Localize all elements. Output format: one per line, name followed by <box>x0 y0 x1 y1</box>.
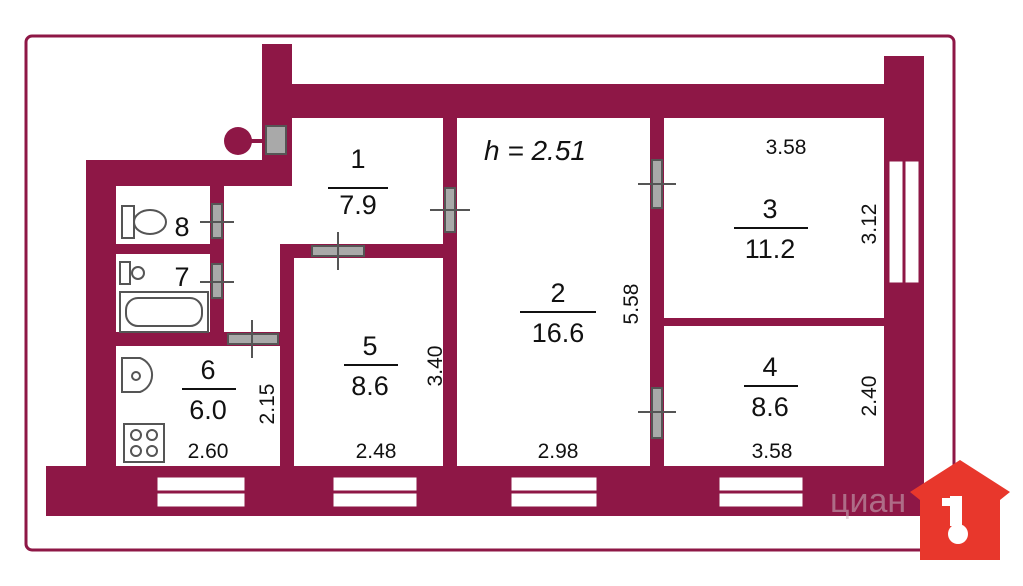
room-5-number: 5 <box>362 331 377 361</box>
wall-interior <box>280 244 294 468</box>
wall-interior <box>664 318 884 326</box>
room-2-area: 16.6 <box>532 318 585 348</box>
room-7-number: 7 <box>174 262 189 292</box>
room-6-area: 6.0 <box>189 395 227 425</box>
key-circle <box>948 524 968 544</box>
kitchen-sink-icon <box>121 357 154 393</box>
fixtures <box>119 205 209 463</box>
room-3-area: 11.2 <box>745 234 796 264</box>
wall-left-top <box>86 160 292 186</box>
dim-bottom-room4: 3.58 <box>752 440 793 463</box>
bathtub-icon <box>119 291 209 333</box>
dim-bottom-room5: 2.48 <box>356 440 397 463</box>
room-4-area: 8.6 <box>751 392 789 422</box>
dim-bottom-room2: 2.98 <box>538 440 579 463</box>
wall-interior <box>443 118 457 468</box>
plan-frame <box>24 34 956 552</box>
room-5-area: 8.6 <box>351 371 389 401</box>
ceiling-height-label: h = 2.51 <box>484 135 586 166</box>
wall-top <box>262 84 924 118</box>
dim-room3-right: 3.12 <box>858 204 881 245</box>
room-label-lines <box>182 187 808 390</box>
dim-room4-right: 2.40 <box>858 376 881 417</box>
room-1-area: 7.9 <box>339 190 377 220</box>
dim-bottom-room6: 2.60 <box>188 440 229 463</box>
doors <box>200 125 676 439</box>
wall-right <box>884 84 924 512</box>
room-3-number: 3 <box>762 194 777 224</box>
watermark-text: циан <box>830 482 906 520</box>
dim-room3-top: 3.58 <box>766 136 807 159</box>
stove-icon <box>123 423 165 463</box>
dim-room5-right: 3.40 <box>424 346 447 387</box>
wall-left <box>86 160 116 512</box>
key-shaft <box>950 496 962 526</box>
room-6-number: 6 <box>200 355 215 385</box>
room-1-number: 1 <box>350 144 365 174</box>
room-8-number: 8 <box>174 212 189 242</box>
dim-room6-right: 2.15 <box>256 384 279 425</box>
door <box>265 125 287 155</box>
sink-icon <box>119 261 145 285</box>
wall-interior <box>116 244 216 254</box>
dim-room2-right: 5.58 <box>620 284 643 325</box>
windows <box>154 158 922 510</box>
riser-pipe <box>224 127 252 155</box>
room-4-number: 4 <box>762 352 777 382</box>
house-key-logo: циан <box>830 460 1010 560</box>
toilet-icon <box>121 205 167 239</box>
room-2-number: 2 <box>550 278 565 308</box>
